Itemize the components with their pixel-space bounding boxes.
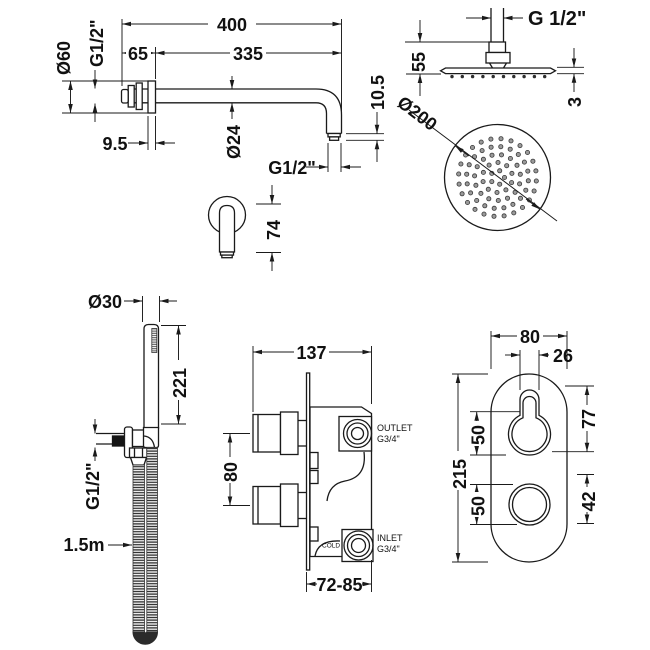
valve-dim-knob-centres: 80	[221, 462, 241, 482]
head-dim-thread: G 1/2"	[528, 8, 586, 30]
head-face-outline	[443, 123, 552, 232]
outlet-drop-tube	[218, 204, 236, 253]
head-plate-side	[439, 67, 557, 75]
front-dim-width: 80	[520, 327, 540, 347]
arm-dim-wall-segment: 65	[128, 44, 148, 64]
valve-front-top-control	[507, 389, 552, 456]
hand-dim-length: 221	[170, 368, 190, 398]
head-dim-plate-thickness: 3	[565, 97, 585, 107]
arm-locknut	[127, 84, 135, 108]
front-dim-gap-top: 50	[469, 425, 489, 445]
shower-head-side-drawing: G 1/2" 55 3	[405, 8, 586, 107]
hand-shower-drawing: Ø30 221 G1/2" 1.5m	[63, 292, 190, 645]
arm-dim-drop: 10.5	[368, 75, 388, 110]
hose-right-run	[146, 447, 158, 633]
hand-dim-diameter: Ø30	[88, 292, 122, 312]
front-dim-slot: 26	[553, 346, 573, 366]
front-dim-height: 215	[450, 459, 470, 489]
head-nozzle-dots	[450, 74, 547, 79]
hose-nut	[128, 447, 148, 459]
front-dim-keyhole: 77	[579, 409, 599, 429]
valve-dim-depth: 72-85	[316, 575, 362, 595]
valve-cold-label: COLD	[322, 543, 340, 550]
hand-dim-thread: G1/2"	[83, 462, 103, 510]
shower-arm-drawing: 400 65 335 Ø60 G1/2" 9.5 Ø24 10.5	[54, 15, 388, 178]
arm-dim-outlet-thread: G1/2"	[268, 158, 316, 178]
arm-wall-flange	[147, 80, 157, 114]
valve-mounting-plate	[305, 372, 311, 571]
wall-outlet-drawing: 74	[207, 185, 284, 271]
hose-u-bend	[132, 631, 159, 645]
hand-dim-hose-length: 1.5m	[63, 535, 104, 555]
arm-thread-nipple	[120, 88, 129, 104]
arm-dim-flange-thickness: 9.5	[102, 134, 127, 154]
valve-outlet-thread: G3/4"	[377, 434, 400, 444]
arm-dim-tube-diameter: Ø24	[224, 125, 244, 159]
valve-outlet-label: OUTLET	[377, 423, 413, 433]
front-dim-knob: 42	[579, 491, 599, 511]
valve-front-drawing: 80 26 215 50 50 77 42	[448, 327, 599, 563]
valve-inlet-label: INLET	[377, 533, 403, 543]
valve-side-drawing: 137 COLD OUTLET G3/4" INLET G3/4"	[219, 343, 413, 595]
front-dim-gap-bottom: 50	[469, 496, 489, 516]
valve-top-knob	[252, 413, 282, 453]
wand-spray-face	[151, 328, 158, 353]
bracket-wall-block	[111, 435, 126, 447]
bracket-holder	[131, 429, 145, 448]
head-connector-nut	[488, 41, 507, 54]
valve-bottom-knob	[252, 485, 282, 525]
wand-elbow	[142, 426, 160, 449]
head-dim-stem-height: 55	[409, 52, 429, 72]
face-nozzle-ring-dots	[456, 136, 539, 219]
valve-faceplate	[490, 373, 568, 563]
outlet-dim-length: 74	[264, 220, 284, 240]
shower-head-face-drawing: Ø200	[394, 92, 558, 232]
valve-dim-width: 137	[296, 343, 326, 363]
arm-dim-flange-diameter: Ø60	[54, 41, 74, 75]
hose-left-run	[132, 464, 145, 633]
valve-inlet-thread: G3/4"	[377, 544, 400, 554]
arm-dim-length: 335	[233, 44, 263, 64]
arm-dim-overall: 400	[217, 15, 247, 35]
arm-dim-inlet-thread: G1/2"	[87, 19, 107, 67]
valve-front-bottom-control	[508, 483, 551, 526]
